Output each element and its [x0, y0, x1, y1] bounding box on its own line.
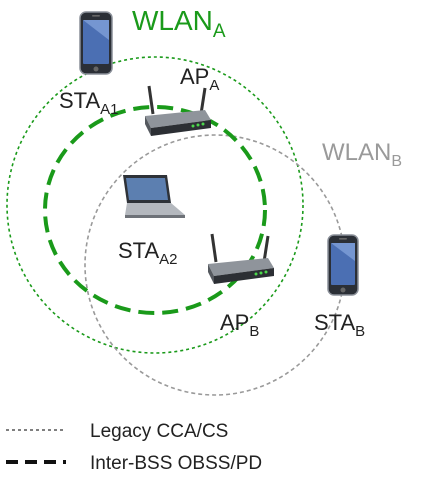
ap-b-wireless-router-icon: [208, 233, 274, 284]
wlan-a-subscript: A: [213, 21, 226, 42]
wlan-a-obss-pd-range: [43, 105, 267, 315]
wlan-a-legacy-range: [6, 56, 304, 354]
sta-b-smartphone-icon: [327, 234, 359, 296]
sta-a1-label: STAA1: [59, 88, 119, 118]
sta-a2-label: STAA2: [118, 238, 178, 268]
legend-legacy-label: Legacy CCA/CS: [90, 421, 228, 442]
ap-a-label: APA: [180, 64, 219, 94]
sta-a1-smartphone-icon: [79, 11, 113, 75]
sta-b-label: STAB: [314, 310, 365, 340]
ap-a-wireless-router-icon: [145, 85, 211, 136]
legend-obss-label: Inter-BSS OBSS/PD: [90, 453, 262, 474]
wlan-b-label: WLANB: [322, 139, 402, 170]
sta-a2-laptop-icon: [123, 175, 185, 218]
wlan-a-label: WLANA: [132, 5, 226, 42]
ap-b-label: APB: [220, 310, 259, 340]
wlan-b-subscript: B: [391, 153, 402, 170]
